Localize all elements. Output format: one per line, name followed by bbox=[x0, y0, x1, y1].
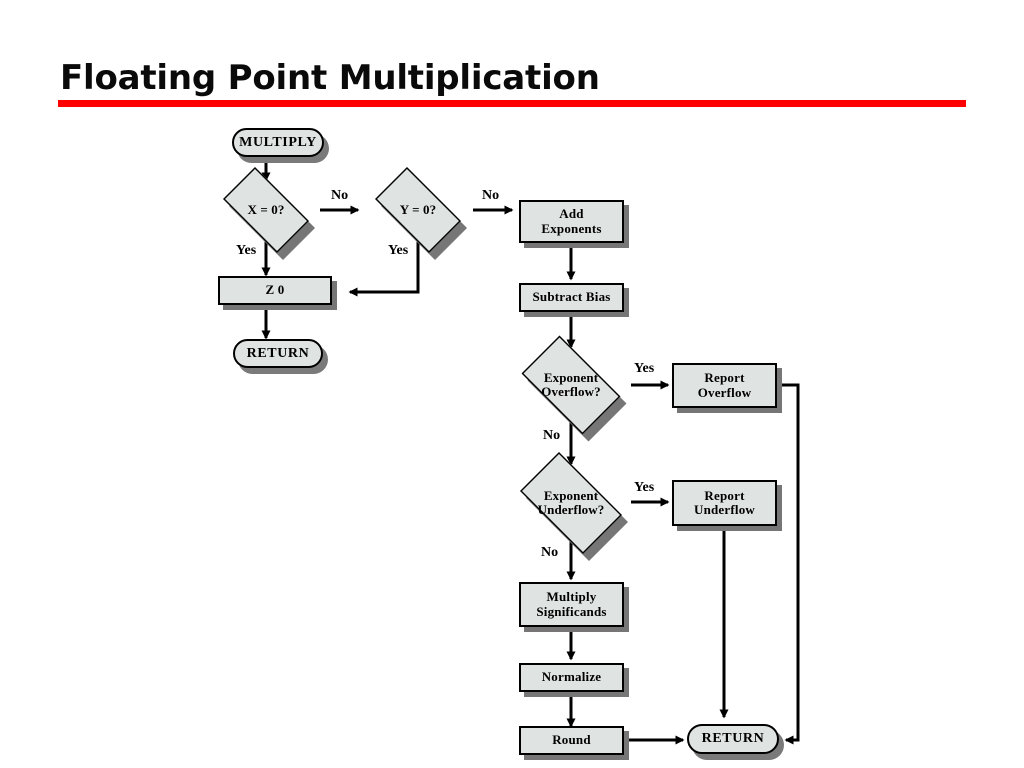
node-label-line-2: Underflow bbox=[693, 502, 756, 517]
title-underline-rule bbox=[58, 100, 966, 107]
node-label-line-2: Exponents bbox=[541, 220, 602, 236]
node-process-round[interactable]: Round bbox=[519, 726, 624, 755]
node-label: Y = 0? bbox=[399, 201, 437, 217]
edge-label-exponent-overflow-no: No bbox=[543, 428, 561, 443]
edge-label-exponent-overflow-yes: Yes bbox=[634, 361, 655, 376]
node-label-line-1: Add bbox=[559, 206, 584, 222]
node-label-line-2: Significands bbox=[536, 603, 607, 619]
node-label: RETURN bbox=[701, 731, 765, 747]
edge-report-overflow-to-return bbox=[777, 383, 800, 745]
node-label: Z 0 bbox=[265, 282, 285, 298]
node-label: Exponent Underflow? bbox=[537, 487, 605, 517]
node-label: Round bbox=[552, 732, 591, 748]
node-label-line-1: Report bbox=[704, 487, 745, 503]
node-terminator-return-main[interactable]: RETURN bbox=[687, 724, 779, 754]
node-start-multiply[interactable]: MULTIPLY bbox=[232, 128, 324, 157]
page-title: Floating Point Multiplication bbox=[60, 58, 600, 98]
node-label-line-2: Overflow bbox=[697, 384, 752, 400]
node-label: RETURN bbox=[246, 345, 310, 361]
node-decision-y-equals-zero[interactable]: Y = 0? bbox=[364, 167, 472, 260]
node-label-line-1: Exponent bbox=[543, 369, 599, 385]
edge-label-exponent-underflow-yes: Yes bbox=[634, 480, 655, 495]
edge-label-y-zero-no: No bbox=[482, 188, 500, 203]
node-label-line-1: Multiply bbox=[546, 589, 597, 605]
node-decision-exponent-underflow[interactable]: Exponent Underflow? bbox=[508, 452, 634, 561]
edge-label-x-zero-no: No bbox=[331, 188, 349, 203]
node-process-add-exponents[interactable]: Add Exponents bbox=[519, 200, 624, 243]
edge-label-y-zero-yes: Yes bbox=[388, 243, 409, 258]
node-label-line-1: Report bbox=[704, 370, 745, 386]
node-label-line-2: Underflow? bbox=[537, 502, 605, 517]
node-label: Subtract Bias bbox=[532, 289, 611, 305]
node-terminator-return-left[interactable]: RETURN bbox=[233, 339, 323, 368]
node-decision-x-equals-zero[interactable]: X = 0? bbox=[212, 167, 320, 260]
node-label: Exponent Overflow? bbox=[541, 369, 601, 399]
node-label: Normalize bbox=[541, 669, 602, 685]
node-process-z-assign-zero[interactable]: Z 0 bbox=[218, 276, 332, 305]
edge-y-zero-yes-to-z-zero bbox=[348, 236, 420, 297]
node-process-normalize[interactable]: Normalize bbox=[519, 663, 624, 692]
node-label: X = 0? bbox=[247, 201, 285, 217]
edge-label-exponent-underflow-no: No bbox=[541, 545, 559, 560]
node-process-report-overflow[interactable]: Report Overflow bbox=[672, 363, 777, 408]
node-process-subtract-bias[interactable]: Subtract Bias bbox=[519, 283, 624, 312]
node-label-line-1: Exponent bbox=[543, 487, 599, 503]
node-label-line-2: Overflow? bbox=[541, 384, 601, 399]
node-process-report-underflow[interactable]: Report Underflow bbox=[672, 480, 777, 526]
node-decision-exponent-overflow[interactable]: Exponent Overflow? bbox=[510, 335, 632, 442]
edge-label-x-zero-yes: Yes bbox=[236, 243, 257, 258]
node-process-multiply-significands[interactable]: Multiply Significands bbox=[519, 582, 624, 627]
node-label: MULTIPLY bbox=[239, 134, 317, 150]
